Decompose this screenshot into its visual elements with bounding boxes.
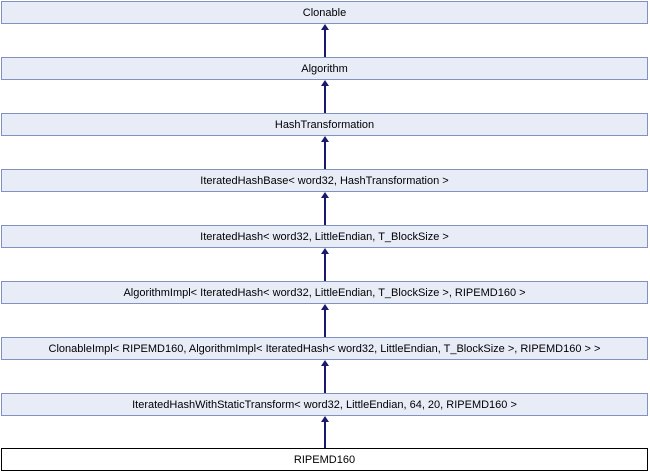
arrowhead-up-icon — [320, 192, 329, 198]
arrowhead-up-icon — [320, 248, 329, 254]
inheritance-arrow — [320, 248, 329, 281]
inheritance-arrow — [320, 416, 329, 448]
inheritance-arrow — [320, 192, 329, 225]
edge-line — [323, 141, 326, 169]
inheritance-arrow — [320, 304, 329, 337]
edge-line — [323, 29, 326, 57]
class-node-algorithm[interactable]: Algorithm — [1, 57, 648, 80]
inheritance-arrow — [320, 360, 329, 393]
inheritance-arrow — [320, 80, 329, 113]
class-node-algorithmimpl[interactable]: AlgorithmImpl< IteratedHash< word32, Lit… — [1, 281, 648, 304]
class-node-hashtransformation[interactable]: HashTransformation — [1, 113, 648, 136]
class-node-clonableimpl[interactable]: ClonableImpl< RIPEMD160, AlgorithmImpl< … — [1, 337, 648, 360]
class-node-clonable[interactable]: Clonable — [1, 1, 648, 24]
arrowhead-up-icon — [320, 24, 329, 30]
class-node-iteratedhashwithstatictransform[interactable]: IteratedHashWithStaticTransform< word32,… — [1, 393, 648, 416]
arrowhead-up-icon — [320, 80, 329, 86]
class-node-iteratedhashbase[interactable]: IteratedHashBase< word32, HashTransforma… — [1, 169, 648, 192]
edge-line — [323, 421, 326, 448]
class-node-iteratedhash[interactable]: IteratedHash< word32, LittleEndian, T_Bl… — [1, 225, 648, 248]
arrowhead-up-icon — [320, 304, 329, 310]
arrowhead-up-icon — [320, 136, 329, 142]
edge-line — [323, 85, 326, 113]
edge-line — [323, 365, 326, 393]
arrowhead-up-icon — [320, 416, 329, 422]
arrowhead-up-icon — [320, 360, 329, 366]
edge-line — [323, 253, 326, 281]
edge-line — [323, 309, 326, 337]
inheritance-arrow — [320, 136, 329, 169]
edge-line — [323, 197, 326, 225]
class-node-ripemd160-current[interactable]: RIPEMD160 — [1, 448, 648, 471]
inheritance-arrow — [320, 24, 329, 57]
